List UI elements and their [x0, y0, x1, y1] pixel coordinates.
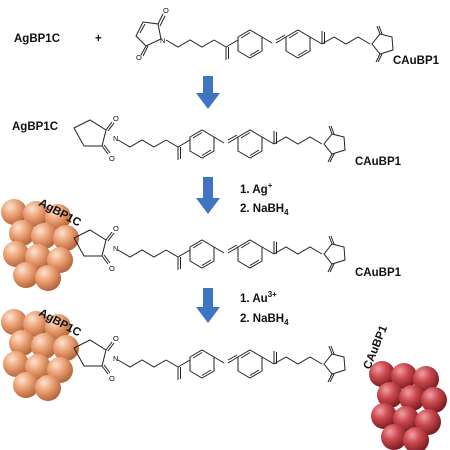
cauBP1-label: CAuBP1 [355, 156, 402, 168]
row-1-reactants: AgBP1C + O O N CAuBP1 [14, 6, 440, 67]
svg-text:O: O [109, 154, 115, 163]
azobenzene-linker [117, 239, 323, 271]
reaction-arrow-1 [196, 76, 220, 109]
agbp1c-label: AgBP1C [14, 33, 60, 45]
row-3-silver-conjugate: AgBP1C O O N CAuBP1 [1, 197, 402, 291]
svg-text:O: O [109, 264, 115, 273]
row-4-silver-gold-dimer: AgBP1C O O N CAuBP1 [1, 307, 447, 450]
succinimide-ring [323, 235, 346, 273]
svg-text:O: O [136, 53, 142, 62]
svg-text:N: N [113, 354, 118, 363]
svg-text:2. NaBH4: 2. NaBH4 [240, 313, 289, 327]
svg-text:O: O [113, 334, 119, 343]
plus-sign: + [95, 33, 102, 45]
succinimide-ring [323, 345, 346, 383]
row-2-conjugate: AgBP1C O O N CAuBP1 [12, 114, 402, 168]
azobenzene-linker [165, 29, 371, 61]
svg-text:1. Au3+: 1. Au3+ [240, 290, 277, 305]
agbp1c-label: AgBP1C [12, 121, 58, 133]
svg-text:N: N [113, 134, 118, 143]
svg-text:O: O [109, 374, 115, 383]
svg-text:1. Ag+: 1. Ag+ [240, 181, 273, 196]
gold-nanoparticle [369, 361, 447, 450]
cauBP1-label: CAuBP1 [355, 267, 402, 279]
succinimide-ring [323, 125, 346, 163]
succinimide-ring [371, 25, 394, 63]
reagents-gold: 1. Au3+ 2. NaBH4 [240, 290, 289, 327]
svg-text:O: O [113, 114, 119, 123]
reagents-silver: 1. Ag+ 2. NaBH4 [240, 181, 289, 217]
azobenzene-linker [117, 129, 323, 161]
svg-text:N: N [113, 244, 118, 253]
svg-text:N: N [160, 36, 165, 45]
cauBP1-label: CAuBP1 [393, 55, 440, 67]
svg-text:2. NaBH4: 2. NaBH4 [240, 203, 289, 217]
reaction-arrow-3 [196, 288, 220, 323]
svg-text:O: O [113, 224, 119, 233]
azobenzene-linker [117, 349, 323, 381]
maleimide-ring: O O N [135, 6, 169, 62]
reaction-arrow-2 [196, 177, 220, 214]
svg-text:O: O [163, 6, 169, 15]
